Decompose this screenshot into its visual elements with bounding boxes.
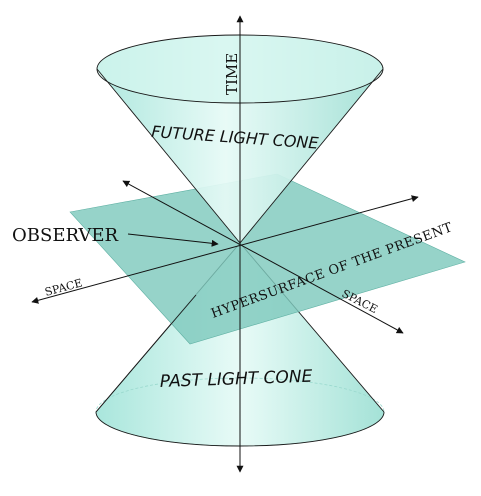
time-label: TIME bbox=[223, 53, 241, 95]
observer-label: OBSERVER bbox=[12, 225, 119, 246]
space-left-label: SPACE bbox=[43, 276, 83, 298]
observer-pointer bbox=[127, 233, 219, 247]
space-axis-right bbox=[122, 180, 404, 334]
